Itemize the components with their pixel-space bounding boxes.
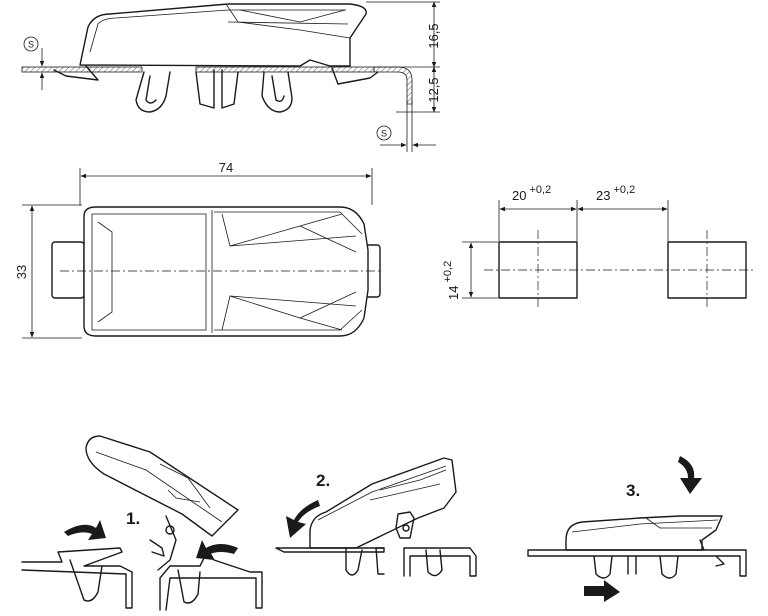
- cutout-gap-label: 23+0,2: [596, 184, 635, 203]
- step-1-label: 1.: [126, 509, 140, 528]
- side-view: S S 16,5 12,5: [21, 1, 441, 152]
- top-view: 74 33: [14, 160, 381, 339]
- installation-step-1: 1.: [21, 435, 263, 611]
- step-2-label: 2.: [316, 471, 330, 490]
- side-height-top-label: 16,5: [426, 23, 441, 48]
- total-length-label: 74: [219, 160, 233, 175]
- installation-step-2: 2.: [275, 457, 477, 577]
- cutout-height-label: 14+0,2: [442, 261, 461, 300]
- cutout-length-label: 20+0,2: [512, 184, 551, 203]
- side-height-bottom-label: 12,5: [426, 77, 441, 102]
- thickness-symbol-right: S: [381, 129, 387, 139]
- thickness-symbol-left: S: [28, 40, 34, 50]
- installation-step-3: 3.: [527, 456, 747, 602]
- step-3-label: 3.: [626, 481, 640, 500]
- total-width-label: 33: [14, 265, 29, 279]
- panel-cutout-view: 20+0,2 23+0,2 14+0,2: [442, 184, 756, 310]
